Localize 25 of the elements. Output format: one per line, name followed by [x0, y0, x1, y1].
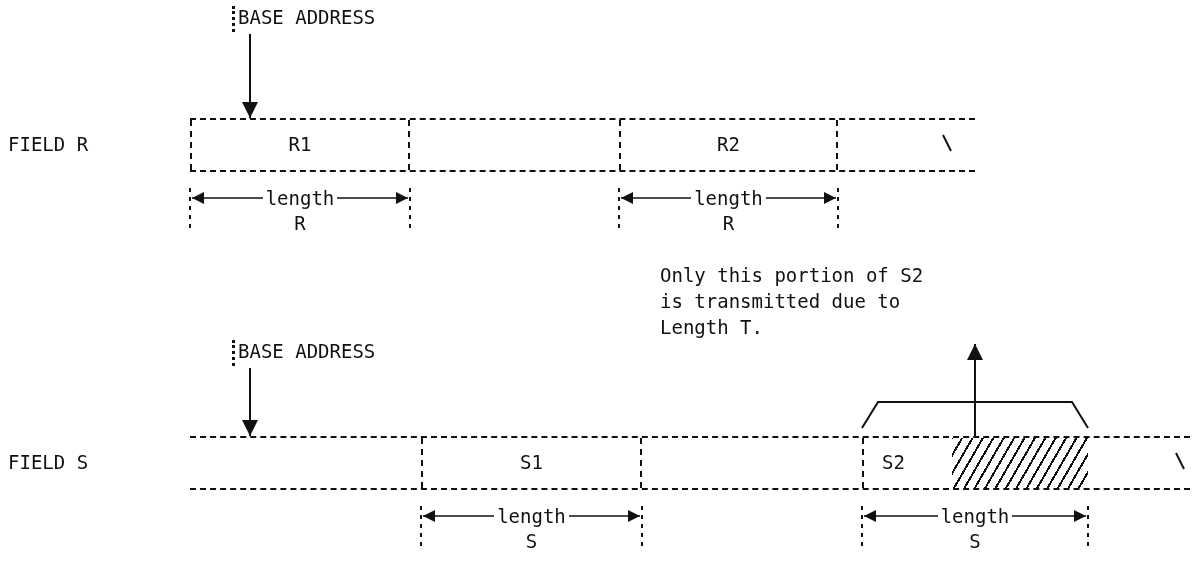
dimension-symbol: S [969, 530, 981, 552]
arrow [967, 343, 983, 439]
dimension-label: length [937, 505, 1013, 527]
dimension-label: length [494, 505, 569, 527]
memory-segment [862, 438, 1088, 488]
hatched-region [952, 438, 1088, 488]
note-text: Only this portion of S2 is transmitted due to Length T. [660, 262, 950, 342]
dimension-label: length [691, 187, 766, 209]
dimension-symbol: S [525, 530, 538, 552]
segment-label: S1 [519, 451, 544, 473]
memory-segment [190, 120, 410, 170]
address-label: BASE ADDRESS [232, 6, 376, 32]
field-name-label: FIELD S [8, 451, 89, 473]
dimension-symbol: R [722, 212, 735, 234]
address-label: BASE ADDRESS [232, 340, 376, 366]
memory-segment [619, 120, 838, 170]
memory-segment [421, 438, 642, 488]
dimension-symbol: R [294, 212, 306, 234]
field-name-label: FIELD R [8, 133, 89, 155]
segment-label: S2 [882, 451, 905, 473]
arrow [242, 33, 258, 119]
dimension-label: length [262, 187, 338, 209]
segment-label: R2 [716, 133, 741, 155]
segment-label: R1 [287, 133, 313, 155]
arrow [242, 367, 258, 437]
